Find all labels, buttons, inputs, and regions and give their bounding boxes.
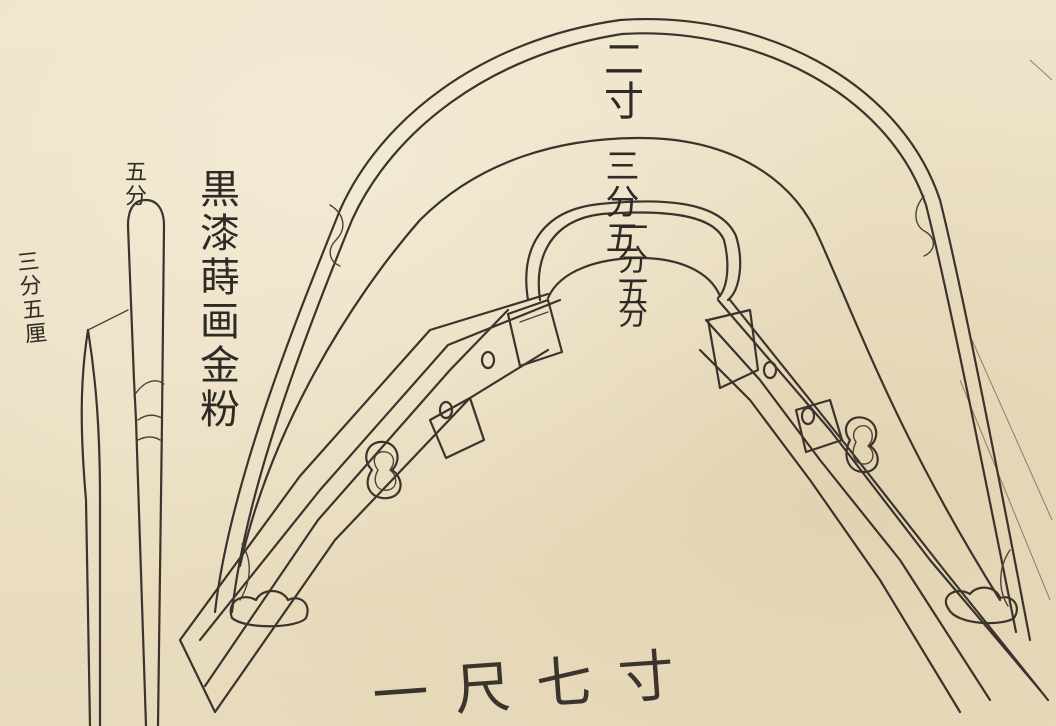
fastener-holes (438, 350, 816, 426)
middle-arch (238, 136, 1002, 602)
pin-drawing (80, 198, 166, 726)
pommel-arch (525, 200, 742, 302)
title-label: 黒漆蒔画金粉 (193, 168, 239, 432)
left-side-board (178, 292, 564, 714)
pin-top-dimension: 五分 (121, 160, 146, 208)
outer-width-dimension: 二寸 (597, 38, 643, 122)
inner-width-dimension: 一分五 (612, 212, 647, 308)
paper-texture (959, 59, 1053, 601)
right-side-board (698, 298, 1050, 714)
outer-arch (213, 18, 1032, 642)
cloud-ornaments (229, 543, 1018, 628)
innermost-width-dimension: 一分 (612, 266, 647, 330)
gourd-openings (365, 416, 879, 500)
middle-width-dimension: 三分五 (599, 148, 639, 256)
